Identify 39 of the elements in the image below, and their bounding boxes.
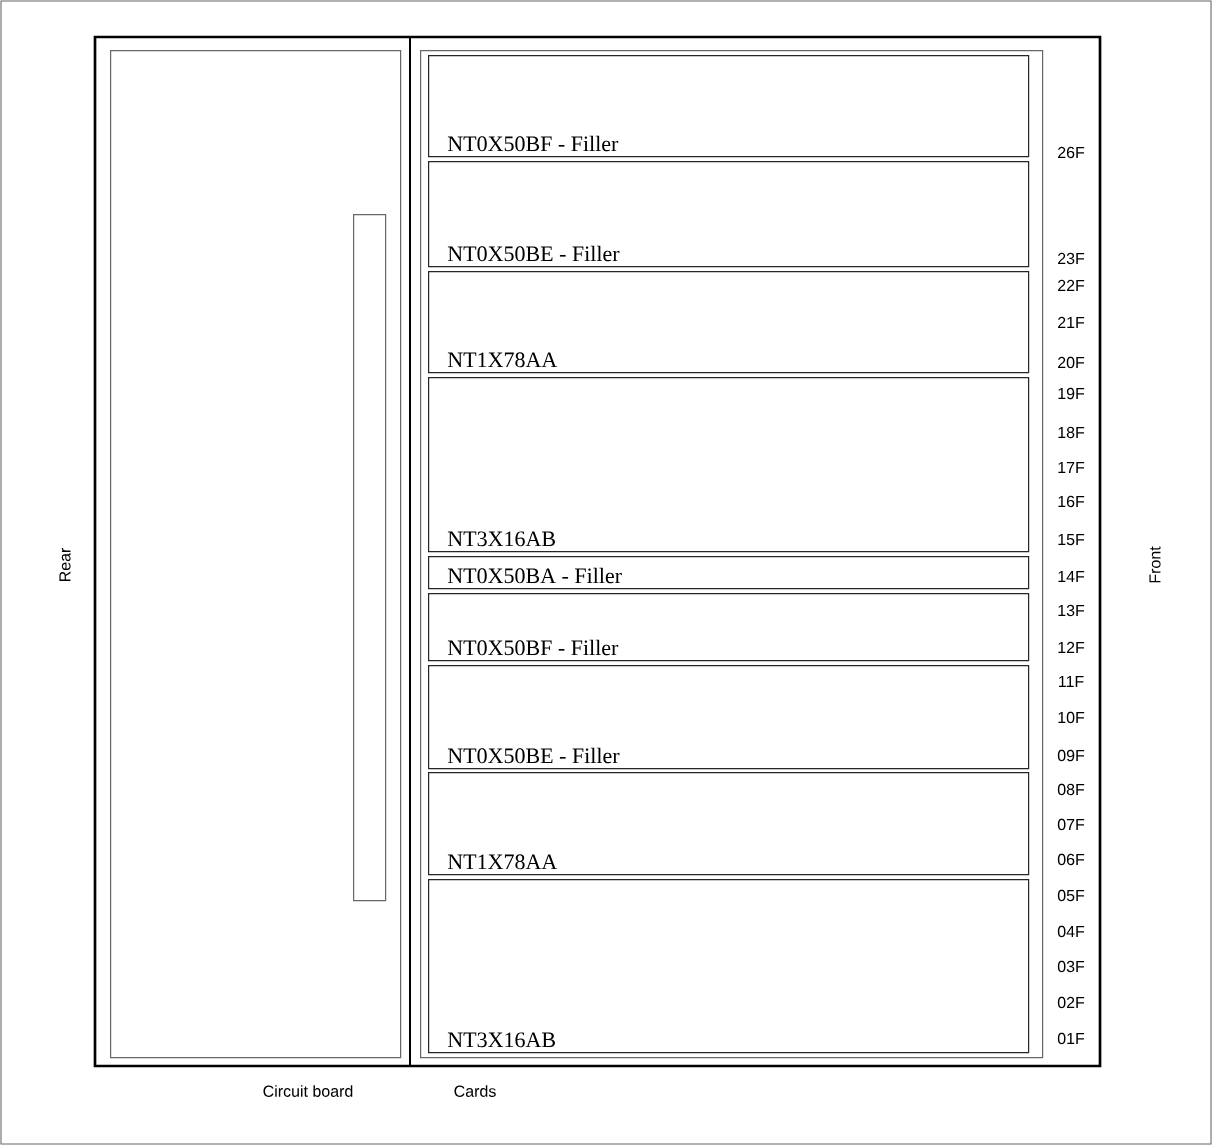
slot-number: 14F <box>1058 571 1085 582</box>
slot-number: 06F <box>1057 853 1085 866</box>
slot-number: 23F <box>1058 252 1085 265</box>
card-slot: NT3X16AB <box>428 879 1030 1054</box>
slot-number: 10F <box>1058 711 1085 724</box>
slot-number: 17F <box>1058 462 1085 473</box>
slot-number: 19F <box>1058 387 1085 400</box>
slot-number: 04F <box>1057 925 1085 938</box>
card-slot: NT1X78AA <box>428 772 1030 876</box>
card-slot: NT0X50BE - Filler <box>428 161 1030 268</box>
card-slot: NT1X78AA <box>428 271 1030 374</box>
circuit-board-panel: Circuit board <box>110 50 402 1097</box>
slot-number: 26F <box>1058 146 1085 159</box>
slot-number: 03F <box>1057 960 1085 973</box>
slot-number: 08F <box>1057 783 1085 796</box>
slot-number: 18F <box>1058 426 1085 439</box>
slot-number: 01F <box>1057 1032 1085 1045</box>
slot-number: 11F <box>1059 676 1084 687</box>
card-slot: NT0X50BE - Filler <box>428 665 1030 770</box>
slot-number: 16F <box>1058 495 1085 508</box>
card-slot: NT0X50BF - Filler <box>428 55 1030 158</box>
slot-number: 21F <box>1058 316 1085 328</box>
slot-number: 07F <box>1057 818 1085 831</box>
node-label: Cards <box>454 1085 496 1097</box>
slot-number: 22F <box>1058 279 1085 291</box>
slot-number: 15F <box>1058 534 1085 546</box>
card-slot: NT3X16AB <box>428 377 1030 553</box>
node-label: Circuit board <box>263 1085 353 1097</box>
slot-number: 05F <box>1057 889 1085 902</box>
slot-number: 02F <box>1057 996 1085 1009</box>
slot-number: 20F <box>1058 356 1085 369</box>
side-label: Front <box>1149 546 1161 583</box>
slot-number: 12F <box>1058 641 1085 653</box>
card-slot: NT0X50BF - Filler <box>428 593 1030 662</box>
side-label: Rear <box>59 547 71 582</box>
slot-number: 09F <box>1057 749 1085 762</box>
connector-strip <box>353 214 387 902</box>
slot-number: 13F <box>1058 604 1085 617</box>
card-slot: NT0X50BA - Filler <box>428 556 1030 590</box>
